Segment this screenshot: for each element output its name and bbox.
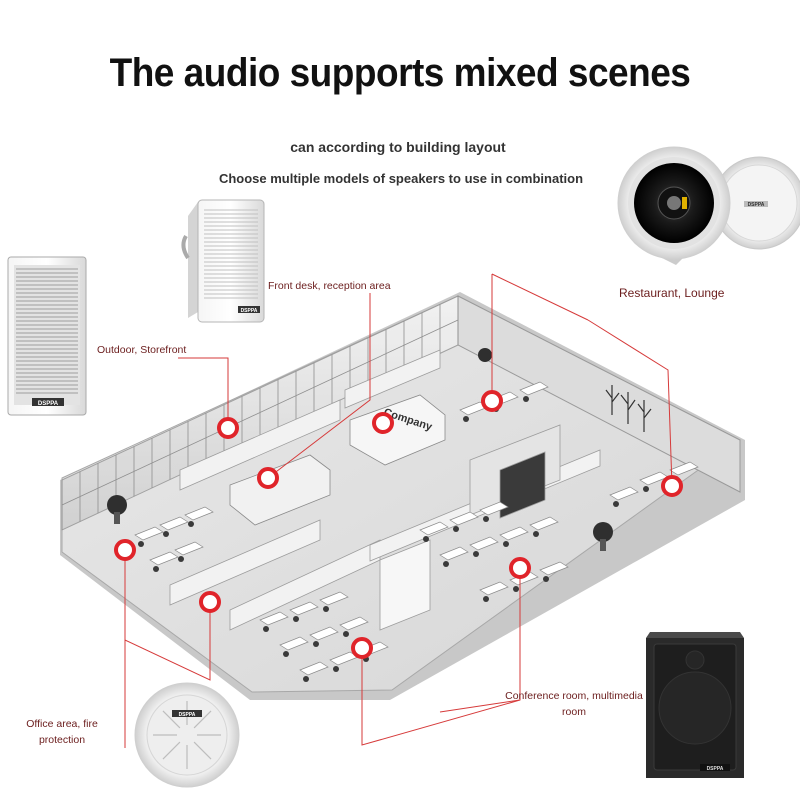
location-marker-icon (257, 467, 279, 489)
location-marker-icon (372, 412, 394, 434)
chair (333, 666, 339, 672)
desk (479, 581, 509, 596)
desk (539, 561, 569, 576)
chair (303, 676, 309, 682)
restaurant-wall-trees (605, 385, 652, 432)
chair (423, 536, 429, 542)
desk (309, 626, 339, 641)
desk (319, 591, 349, 606)
label-office-area: Office area, fire protection (22, 716, 102, 749)
chair (138, 541, 144, 547)
subtitle-combination: Choose multiple models of speakers to us… (218, 171, 584, 186)
chair (163, 531, 169, 537)
chair (613, 501, 619, 507)
chair (153, 566, 159, 572)
chair (513, 586, 519, 592)
chair (533, 531, 539, 537)
location-marker-icon (351, 637, 373, 659)
callout-lines (124, 273, 673, 748)
fire-ceiling-speaker-icon: DSPPA (134, 682, 240, 788)
chair (523, 396, 529, 402)
chair (643, 486, 649, 492)
subtitle-layout: can according to building layout (290, 139, 506, 155)
desk (184, 506, 214, 521)
desk (669, 461, 699, 476)
desk (499, 526, 529, 541)
desk (149, 551, 179, 566)
label-outdoor: Outdoor, Storefront (97, 344, 187, 356)
potted-plants (107, 348, 613, 551)
chair (463, 416, 469, 422)
column-speaker-brand: DSPPA (38, 401, 59, 407)
label-conference-line-1: Conference room, multimedia (505, 690, 643, 702)
location-marker-icon (509, 557, 531, 579)
desk (469, 536, 499, 551)
black-wall-speaker-icon: DSPPA (646, 632, 744, 778)
label-office-line-1: Office area, fire (26, 718, 98, 730)
desk (609, 486, 639, 501)
grille-spoke (193, 710, 212, 729)
location-marker-icon (217, 417, 239, 439)
chair (188, 521, 194, 527)
chair (453, 526, 459, 532)
location-marker-icon (661, 475, 683, 497)
desk (159, 516, 189, 531)
chair (473, 551, 479, 557)
desk (134, 526, 164, 541)
speaker-location-markers (114, 390, 683, 659)
label-office-line-2: protection (38, 734, 86, 747)
location-marker-icon (199, 591, 221, 613)
desk (339, 616, 369, 631)
wall-mount-speaker-icon: DSPPA (181, 199, 265, 323)
chair (323, 606, 329, 612)
fire-speaker-brand: DSPPA (179, 712, 196, 718)
label-restaurant: Restaurant, Lounge (619, 286, 725, 300)
chair (443, 561, 449, 567)
desk (439, 546, 469, 561)
chair (283, 651, 289, 657)
desk (259, 611, 289, 626)
chair (263, 626, 269, 632)
desk (279, 636, 309, 651)
chair (483, 596, 489, 602)
wall-speaker-brand: DSPPA (241, 308, 258, 314)
chair (483, 516, 489, 522)
chair (343, 631, 349, 637)
ceiling-speaker-icon: DSPPA (617, 146, 800, 265)
desk (419, 521, 449, 536)
chair (313, 641, 319, 647)
desk (289, 601, 319, 616)
desk (174, 541, 204, 556)
ceiling-speaker-grille-brand: DSPPA (748, 202, 765, 208)
label-front-desk: Front desk, reception area (268, 280, 391, 292)
desk (299, 661, 329, 676)
grille-spoke (162, 710, 181, 729)
desk (519, 381, 549, 396)
grille-spoke (193, 741, 212, 760)
desk (529, 516, 559, 531)
chair (293, 616, 299, 622)
location-marker-icon (114, 539, 136, 561)
column-speaker-icon: DSPPA (7, 256, 87, 416)
grille-spoke (162, 741, 181, 760)
label-conference-line-2: room (562, 706, 586, 719)
chair (543, 576, 549, 582)
chair (503, 541, 509, 547)
location-marker-icon (481, 390, 503, 412)
page-title: The audio supports mixed scenes (109, 50, 691, 95)
label-conference-room: Conference room, multimedia room (504, 688, 644, 721)
chair (178, 556, 184, 562)
desk (449, 511, 479, 526)
glass-transom (61, 319, 459, 506)
desk (479, 501, 509, 516)
black-speaker-brand: DSPPA (707, 766, 724, 772)
